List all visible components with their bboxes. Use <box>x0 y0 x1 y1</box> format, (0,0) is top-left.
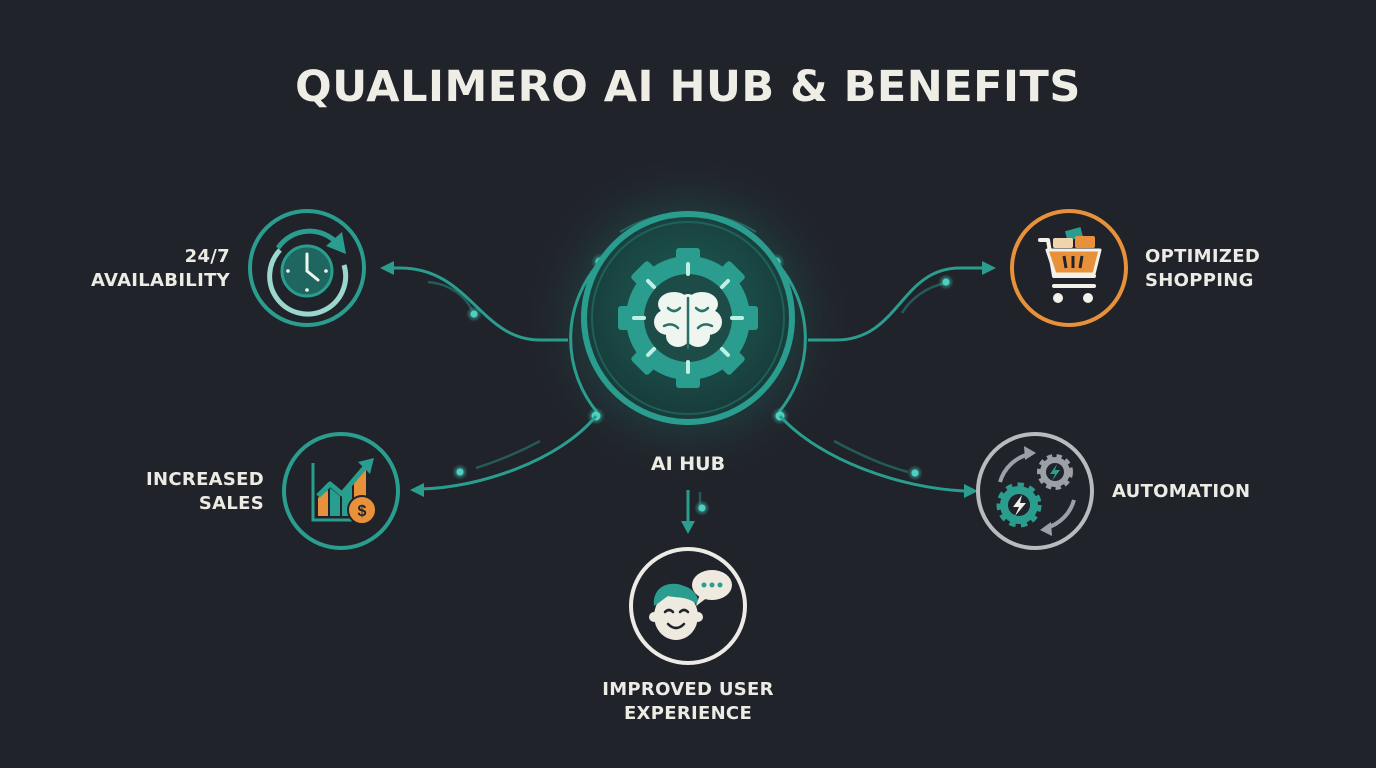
connector-availability <box>388 266 568 342</box>
arrow-right-icon <box>964 484 978 498</box>
user-experience-label: IMPROVED USER EXPERIENCE <box>538 678 838 726</box>
automation-node <box>976 432 1094 550</box>
shopping-label-line2: SHOPPING <box>1145 270 1254 291</box>
arrow-left-icon <box>380 261 394 275</box>
automation-label-line1: AUTOMATION <box>1112 481 1251 502</box>
arrow-left-icon <box>410 483 424 497</box>
connector-lines <box>388 266 984 522</box>
clock-refresh-icon <box>267 228 349 317</box>
arrowheads <box>380 261 996 534</box>
shopping-label-line1: OPTIMIZED <box>1145 246 1261 267</box>
availability-label-line1: 24/7 <box>184 246 230 267</box>
sales-label-line2: SALES <box>198 493 264 514</box>
sales-label-line1: INCREASED <box>146 469 264 490</box>
sales-node: $ <box>282 432 400 550</box>
user-experience-label-line2: EXPERIENCE <box>623 703 753 724</box>
connector-shopping <box>808 266 984 342</box>
availability-node <box>248 209 366 327</box>
gear-ticks <box>632 262 744 374</box>
connector-automation <box>778 414 965 493</box>
arrow-down-icon <box>681 521 695 534</box>
availability-label: 24/7 AVAILABILITY <box>40 245 230 293</box>
page-title: QUALIMERO AI HUB & BENEFITS <box>295 62 1081 112</box>
user-experience-label-line1: IMPROVED USER <box>602 679 774 700</box>
automation-label: AUTOMATION <box>1112 480 1312 504</box>
happy-user-chat-icon <box>649 570 732 640</box>
availability-label-line2: AVAILABILITY <box>91 270 230 291</box>
trail-dots <box>452 274 954 516</box>
arrow-right-icon <box>982 261 996 275</box>
gears-lightning-icon <box>996 446 1076 536</box>
chart-growth-dollar-icon: $ <box>311 458 377 525</box>
sales-label: INCREASED SALES <box>74 468 264 516</box>
connector-sales <box>419 415 598 491</box>
shopping-node <box>1010 209 1128 327</box>
shopping-label: OPTIMIZED SHOPPING <box>1145 245 1345 293</box>
hub-label: AI HUB <box>650 453 726 475</box>
user-experience-node <box>629 547 747 665</box>
svg-text:$: $ <box>358 503 367 520</box>
hub-node <box>581 211 795 425</box>
shopping-cart-icon <box>1038 227 1102 303</box>
